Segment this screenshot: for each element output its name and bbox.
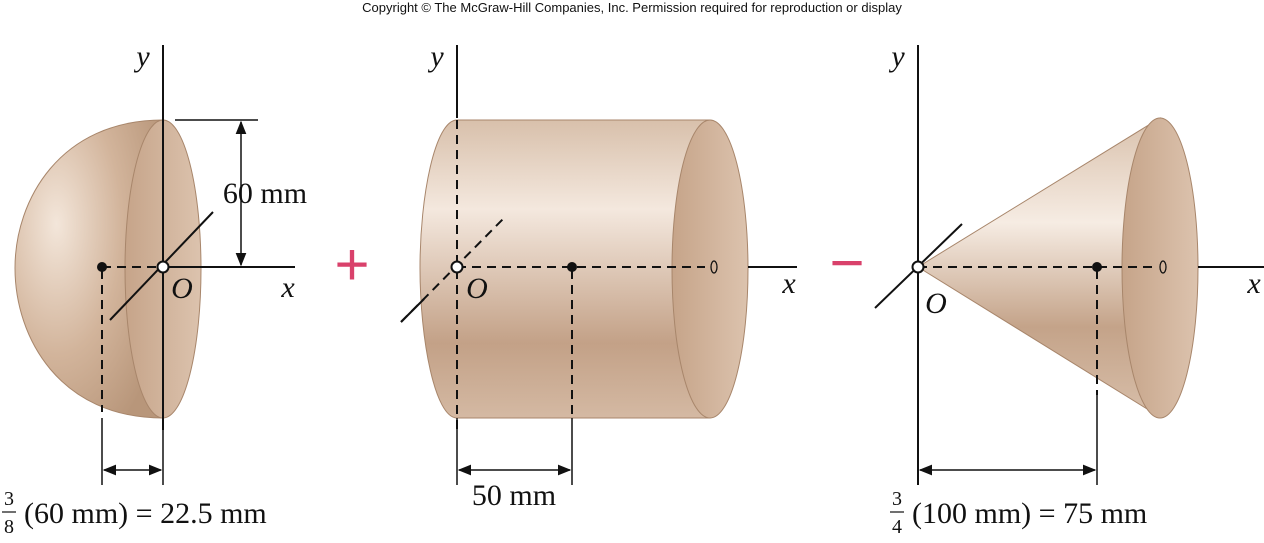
- centroid-point: [97, 262, 107, 272]
- centroid-point: [567, 262, 577, 272]
- origin-label: O: [171, 272, 193, 305]
- fraction-denominator: 8: [4, 516, 14, 538]
- cone-figure: y x O 3 4 (100 mm) = 75 mm: [874, 40, 1264, 538]
- copyright-notice: Copyright © The McGraw-Hill Companies, I…: [362, 0, 902, 15]
- fraction-numerator: 3: [4, 488, 14, 510]
- y-axis-label: y: [427, 40, 444, 73]
- z-axis-line-visible: [400, 298, 425, 323]
- z-axis-line: [400, 216, 506, 323]
- origin-point: [156, 260, 170, 274]
- fraction-denominator: 4: [892, 516, 902, 538]
- x-axis-label: x: [781, 267, 796, 300]
- fraction-numerator: 3: [892, 488, 902, 510]
- x-axis-label: x: [280, 271, 295, 304]
- y-axis-label: y: [888, 40, 905, 73]
- centroid-formula: (100 mm) = 75 mm: [912, 497, 1147, 530]
- length-label: 50 mm: [472, 479, 556, 512]
- centroid-point: [1092, 262, 1102, 272]
- y-axis-label: y: [133, 40, 150, 73]
- cylinder-body: [419, 119, 711, 419]
- hemisphere-body: [14, 119, 164, 419]
- cylinder-figure: y x O 50 mm: [400, 40, 797, 512]
- axis-exit-mark: [710, 260, 718, 274]
- x-axis-label: x: [1246, 267, 1261, 300]
- origin-point: [911, 260, 925, 274]
- hemisphere-figure: y x O 60 mm 3 8 (60 mm) = 22.5 mm: [2, 40, 307, 538]
- origin-point: [450, 260, 464, 274]
- origin-label: O: [466, 272, 488, 305]
- plus-operator: +: [334, 231, 369, 298]
- origin-label: O: [925, 287, 947, 320]
- radius-label: 60 mm: [223, 177, 307, 210]
- minus-operator: −: [829, 229, 864, 296]
- centroid-formula: (60 mm) = 22.5 mm: [24, 497, 267, 530]
- axis-exit-mark: [1159, 260, 1167, 274]
- cylinder-end-face: [671, 119, 749, 419]
